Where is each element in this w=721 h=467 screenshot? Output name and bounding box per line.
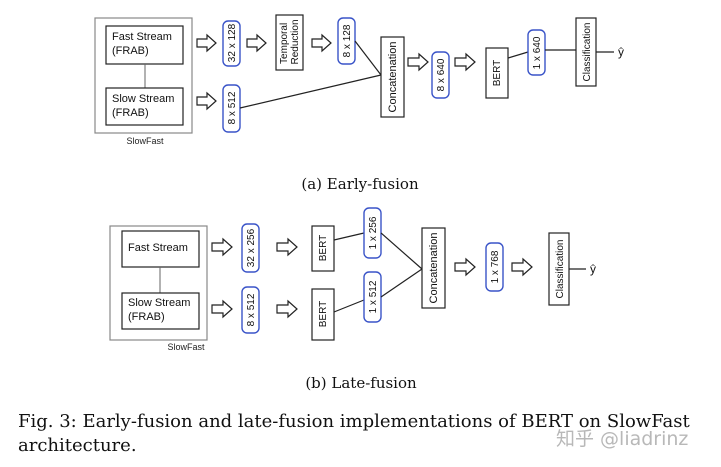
late-bert-top-label: BERT [318, 235, 329, 262]
figure-caption: Fig. 3: Early-fusion and late-fusion imp… [18, 411, 690, 456]
late-concatenation-box [421, 227, 446, 309]
early-fast-stream-label: Fast Stream (FRAB) [112, 31, 175, 57]
late-bert-bottom-label: BERT [318, 301, 329, 328]
late-arrow-to-bert-top-icon [276, 237, 298, 257]
early-fusion-caption: (a) Early-fusion [301, 175, 419, 193]
late-arrow-to-classification-icon [511, 257, 533, 277]
early-arrow-to-concat-dim-icon [407, 52, 429, 72]
late-arrow-fast-icon [211, 237, 233, 257]
early-reduced-to-concat-line [354, 40, 382, 76]
early-bert-box [485, 47, 509, 99]
late-fast-bert-dim: 1 x 256 [368, 216, 379, 249]
early-bert-dim-box [527, 29, 546, 76]
early-arrow-fast-icon [196, 33, 217, 53]
late-slow-stream-box [121, 292, 200, 330]
late-slowfast-label: SlowFast [167, 342, 205, 352]
early-reduced-dim: 8 x 128 [342, 24, 353, 57]
early-slow-dim-box [222, 84, 241, 133]
early-fast-dim-box [222, 20, 241, 67]
late-fast-dim-box [241, 223, 260, 273]
late-slowfast-frame [109, 225, 208, 341]
late-fast-to-concat-line [380, 232, 423, 270]
late-arrow-slow-icon [211, 299, 233, 319]
late-bert-bottom-to-dim-line [333, 299, 365, 313]
early-bert-label: BERT [492, 60, 503, 87]
early-concat-dim: 8 x 640 [436, 58, 447, 91]
early-output-label: ŷ [618, 45, 624, 59]
early-bert-dim: 1 x 640 [532, 36, 543, 69]
late-arrow-to-bert-bottom-icon [276, 299, 298, 319]
early-fusion-diagram: SlowFast Fast Stream (FRAB) Slow Stream … [94, 14, 624, 193]
late-slow-dim: 8 x 512 [246, 293, 257, 326]
late-bert-top-box [311, 225, 335, 272]
late-output-label: ŷ [590, 262, 596, 276]
early-slow-stream-box [105, 87, 184, 126]
early-concatenation-label: Concatenation [387, 42, 399, 113]
early-bert-to-dim-line [507, 51, 529, 59]
early-arrow-to-reduced-dim-icon [311, 33, 332, 53]
late-concatenation-label: Concatenation [428, 233, 440, 304]
early-arrow-slow-icon [196, 91, 217, 111]
early-classification-label: Classification [582, 23, 593, 82]
late-concat-dim-box [485, 242, 504, 292]
late-bert-top-to-dim-line [333, 232, 365, 241]
early-temporal-reduction-box [275, 14, 304, 71]
late-slow-dim-box [241, 286, 260, 334]
late-fast-dim: 32 x 256 [246, 228, 257, 267]
late-fusion-diagram: SlowFast Fast Stream Slow Stream (FRAB) … [109, 207, 596, 392]
early-slowfast-label: SlowFast [126, 136, 164, 146]
late-bert-bottom-box [311, 288, 335, 341]
early-slowfast-frame [94, 17, 193, 134]
early-arrow-to-bert-icon [454, 52, 476, 72]
early-temporal-reduction-label: Temporal Reduction [279, 19, 301, 64]
early-arrow-to-reduction-icon [246, 33, 267, 53]
late-slow-to-concat-line [380, 268, 423, 298]
late-fusion-caption: (b) Late-fusion [305, 374, 417, 392]
late-classification-label: Classification [555, 240, 566, 299]
early-slow-to-concat-line [239, 74, 382, 109]
late-slow-stream-label: Slow Stream (FRAB) [128, 297, 193, 323]
late-arrow-to-concat-dim-icon [454, 257, 476, 277]
early-slow-dim: 8 x 512 [227, 91, 238, 124]
early-fast-dim: 32 x 128 [227, 23, 238, 62]
late-concat-dim: 1 x 768 [490, 250, 501, 283]
watermark: 知乎 @liadrinz [556, 428, 689, 450]
early-concat-dim-box [431, 51, 450, 99]
early-concatenation-box [380, 36, 405, 118]
early-slow-stream-label: Slow Stream (FRAB) [112, 93, 177, 119]
late-fast-stream-label: Fast Stream [128, 242, 188, 254]
late-fast-stream-box [121, 230, 200, 268]
late-slow-bert-dim: 1 x 512 [368, 280, 379, 313]
